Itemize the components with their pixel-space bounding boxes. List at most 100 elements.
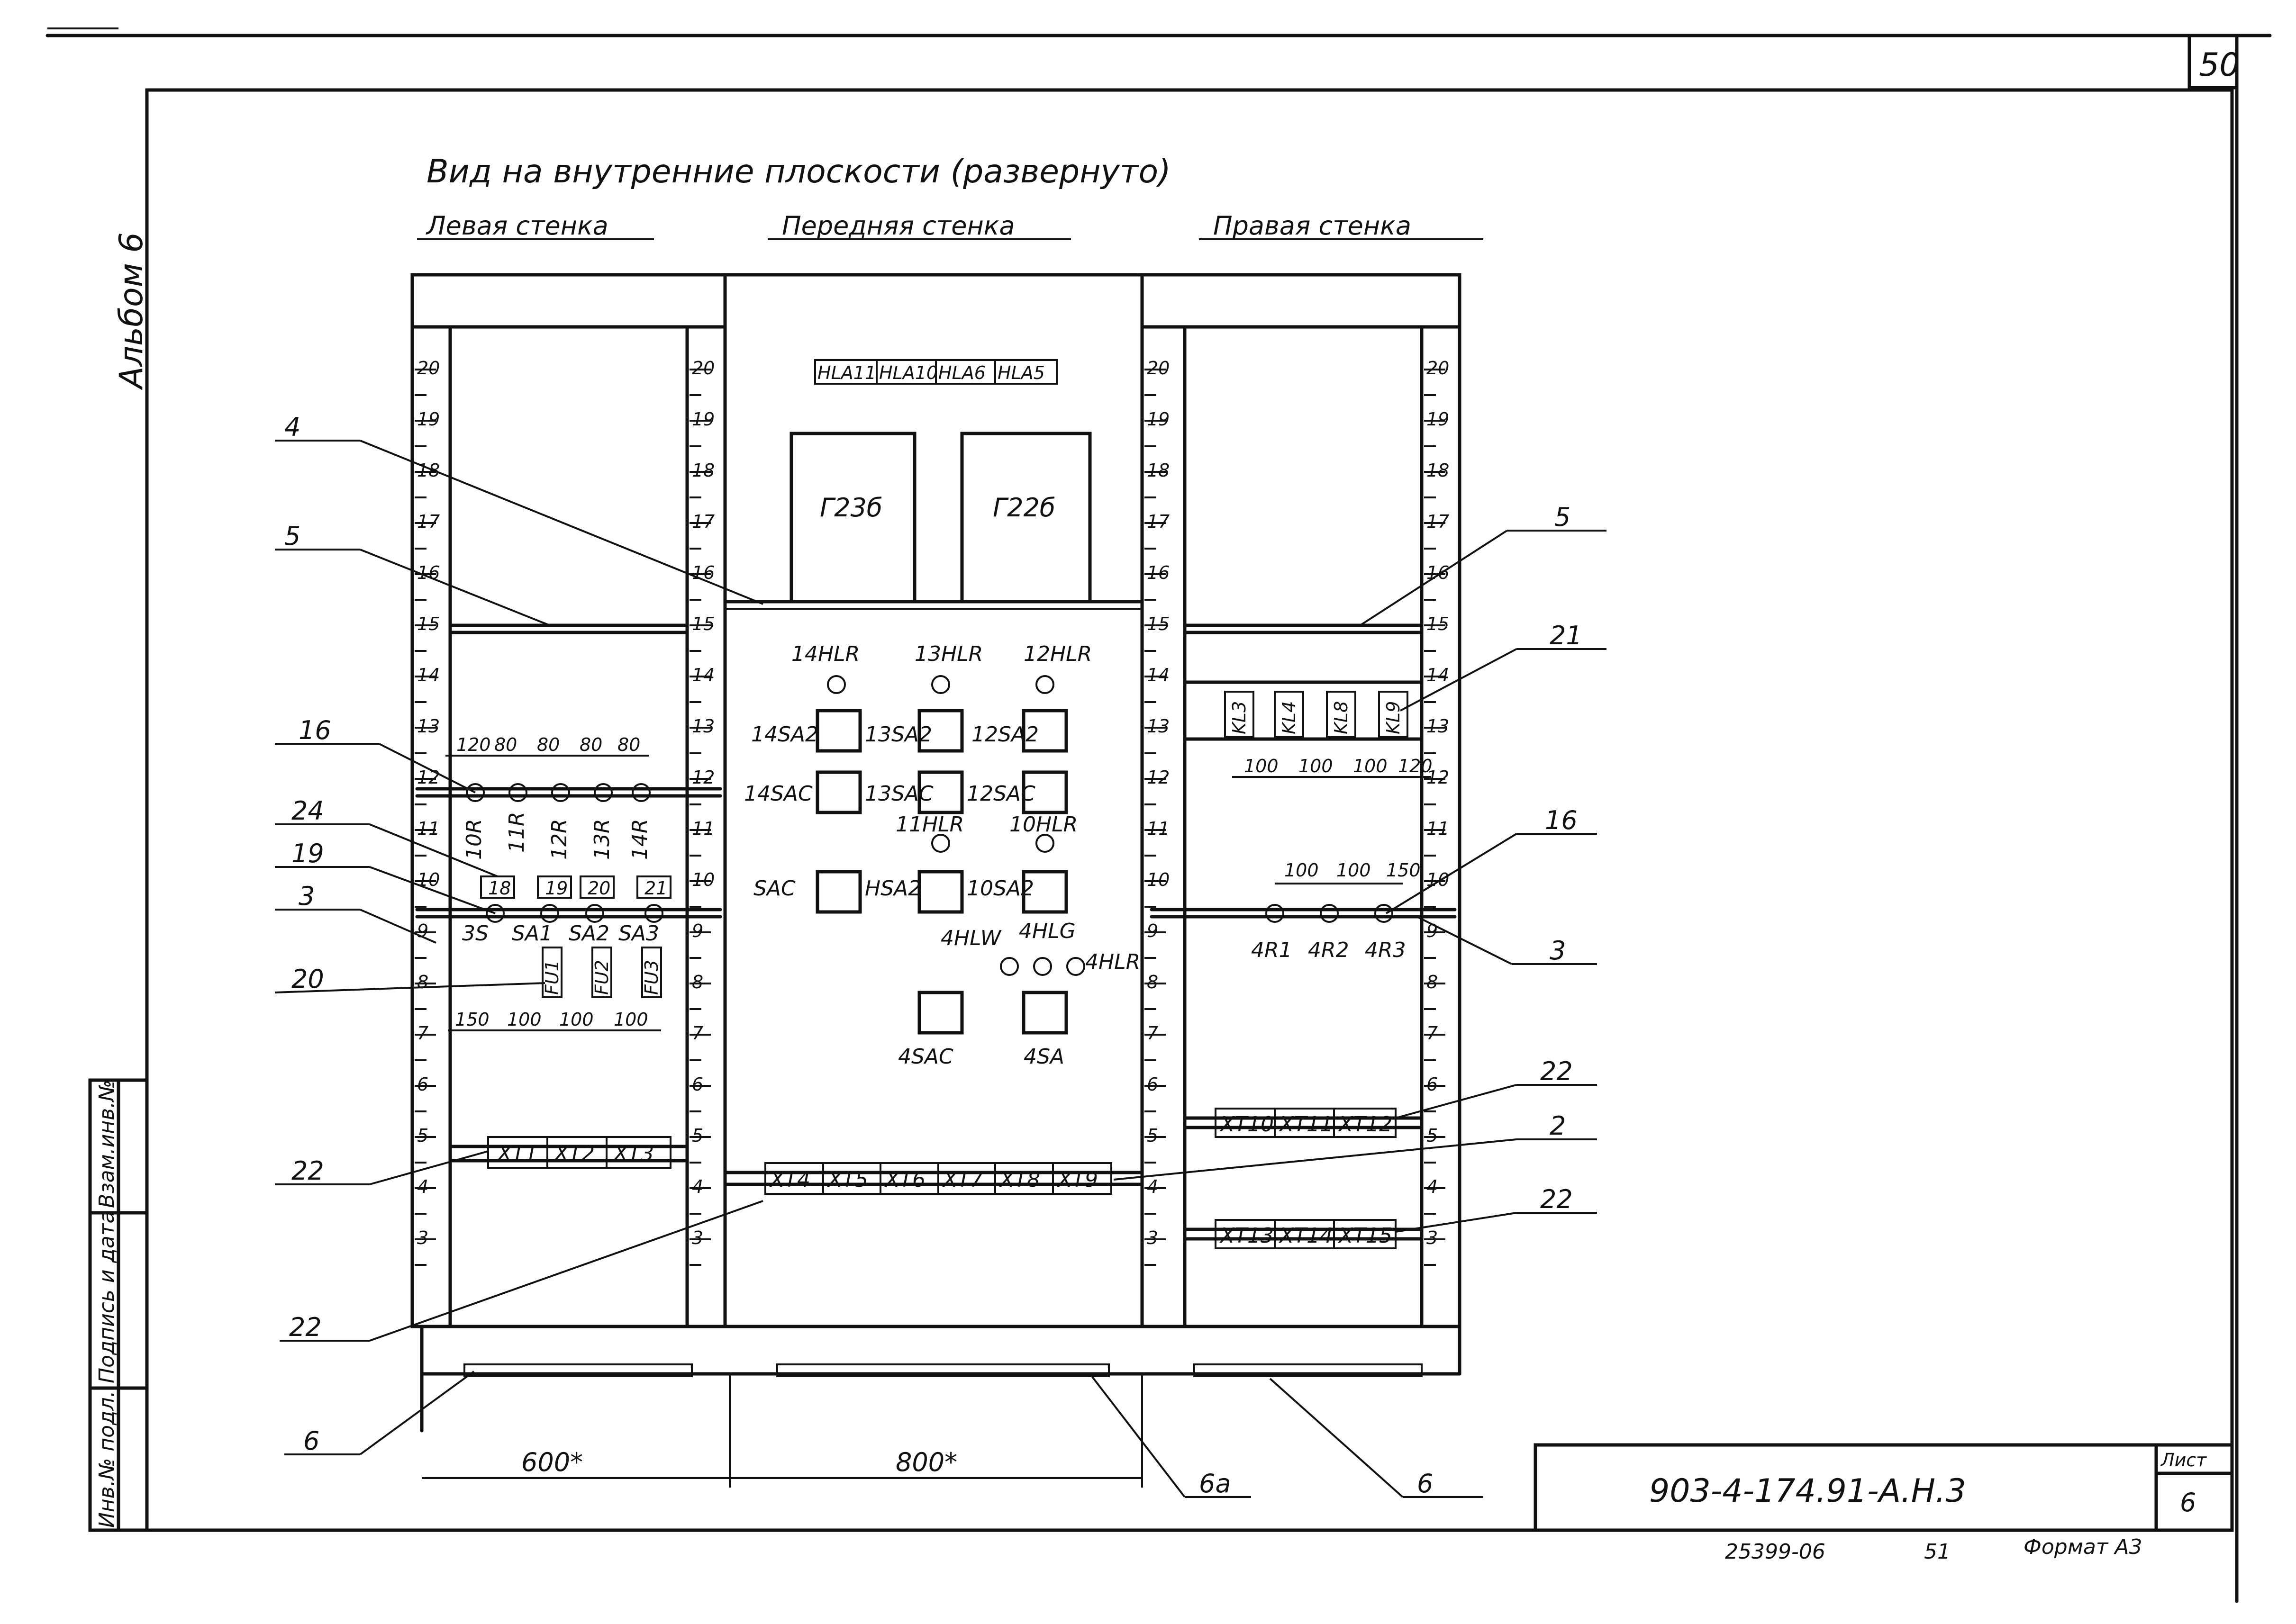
ruler-number: 19 (1426, 409, 1449, 430)
terminal-label: XT9 (1057, 1168, 1098, 1192)
ruler-number: 14 (417, 665, 440, 686)
ruler-number: 11 (1147, 818, 1170, 839)
ruler-number: 6 (1147, 1074, 1158, 1095)
dim-label: 150 (455, 1009, 490, 1030)
device-label: 10HLR (1009, 812, 1078, 837)
ruler-number: 20 (417, 358, 440, 379)
dim-label: 80 (617, 734, 640, 755)
dim-label: 80 (537, 734, 560, 755)
callout-22: 22 (291, 1156, 324, 1186)
ruler-number: 18 (1147, 460, 1170, 481)
side-stamp-inv: Инв.№ подл. (95, 1390, 119, 1528)
ruler-number: 7 (417, 1023, 428, 1044)
device-label: HSA2 (865, 876, 921, 901)
ruler-number: 17 (692, 511, 715, 532)
resistor-label: 14R (628, 819, 652, 860)
callout-6a: 6а (1199, 1469, 1231, 1498)
callout-3: 3 (299, 881, 315, 911)
device-label: 4SA (1024, 1045, 1064, 1069)
ruler-number: 17 (1426, 511, 1449, 532)
ruler-number: 15 (417, 614, 440, 634)
ruler-number: 15 (1426, 614, 1449, 634)
switch-label: SA3 (618, 921, 659, 946)
ruler-number: 5 (692, 1125, 703, 1146)
sheet-corner-number: 50 (2199, 46, 2240, 84)
ruler-number: 14 (692, 665, 715, 686)
ruler-number: 14 (1426, 665, 1449, 686)
ruler-number: 16 (1147, 562, 1170, 583)
callout-24: 24 (291, 796, 324, 826)
ruler-number: 3 (1426, 1227, 1438, 1248)
sheet-label: Лист (2160, 1450, 2207, 1471)
callout-3: 3 (1550, 936, 1566, 965)
device-label: SAC (753, 876, 796, 901)
page-number: 51 (1924, 1540, 1951, 1564)
callout-22: 22 (1540, 1184, 1573, 1214)
ruler-number: 10 (417, 869, 440, 890)
ruler-number: 13 (1147, 716, 1170, 737)
switch-label: SA2 (569, 921, 609, 946)
terminal-label: XT8 (999, 1168, 1040, 1192)
terminal-label: XT6 (884, 1168, 926, 1192)
device-label: 13HLR (915, 642, 983, 666)
ruler-number: 18 (692, 460, 715, 481)
dim-left-width: 600* (521, 1447, 583, 1477)
ruler-number: 4 (1426, 1176, 1438, 1197)
order-number: 25399-06 (1725, 1540, 1825, 1564)
doc-code: 903-4-174.91-А.Н.3 (1649, 1472, 1966, 1510)
sheet-number: 6 (2180, 1488, 2196, 1517)
page-title: Вид на внутренние плоскости (развернуто) (427, 153, 1171, 190)
dim-label: 150 (1386, 860, 1421, 881)
relay-label: KL4 (1279, 701, 1299, 734)
ruler-number: 4 (1147, 1176, 1158, 1197)
resistor-label: 4R3 (1365, 938, 1406, 962)
terminal-label: XT7 (942, 1168, 983, 1192)
ruler-number: 17 (417, 511, 440, 532)
dim-label: 100 (1353, 756, 1388, 776)
ruler-number: 11 (1426, 818, 1449, 839)
device-label: 13SAC (865, 782, 934, 806)
format-label: Формат А3 (2024, 1535, 2142, 1559)
ruler-number: 5 (1147, 1125, 1158, 1146)
callout-5: 5 (284, 521, 300, 551)
fuse-label: FU2 (591, 960, 612, 995)
resistor-label: 12R (547, 819, 572, 860)
lamp-label: HLA10 (879, 362, 938, 383)
ruler-number: 6 (1426, 1074, 1438, 1095)
fuse-label: FU1 (542, 960, 563, 995)
ruler-number: 12 (692, 767, 715, 788)
left-wall-label: Левая стенка (426, 211, 608, 241)
dim-label: 100 (507, 1009, 542, 1030)
ruler-number: 15 (1147, 614, 1170, 634)
resistor-label: 4R2 (1308, 938, 1349, 962)
device-label: 12SA2 (971, 722, 1039, 747)
ruler-number: 12 (1147, 767, 1170, 788)
ruler-number: 20 (1426, 358, 1449, 379)
terminal-label: XT2 (554, 1142, 595, 1166)
side-stamp-replace: Взам.инв.№ (95, 1080, 119, 1208)
callout-22: 22 (1540, 1056, 1573, 1086)
callout-6: 6 (1417, 1469, 1433, 1498)
ruler-number: 19 (1147, 409, 1170, 430)
callout-5: 5 (1554, 502, 1570, 532)
side-stamp-sign: Подпись и дата (95, 1211, 119, 1383)
label-tag: 21 (644, 878, 667, 899)
label-tag: 20 (588, 878, 610, 899)
dim-label: 100 (1284, 860, 1319, 881)
lamp-label: HLA5 (998, 362, 1045, 383)
resistor-label: 4R1 (1251, 938, 1292, 962)
terminal-label: XT1 (497, 1142, 538, 1166)
terminal-label: XT10 (1219, 1112, 1274, 1137)
device-label: 12HLR (1024, 642, 1092, 666)
ruler-number: 7 (1147, 1023, 1158, 1044)
callout-2: 2 (1550, 1111, 1566, 1141)
ruler-number: 13 (417, 716, 440, 737)
ruler-number: 18 (417, 460, 440, 481)
ruler-number: 7 (1426, 1023, 1438, 1044)
terminal-label: XT14 (1279, 1224, 1333, 1248)
ruler-number: 12 (417, 767, 440, 788)
terminal-label: XT13 (1219, 1224, 1274, 1248)
device-label: 4HLW (941, 926, 1002, 950)
dim-label: 80 (494, 734, 517, 755)
dim-label: 100 (559, 1009, 594, 1030)
